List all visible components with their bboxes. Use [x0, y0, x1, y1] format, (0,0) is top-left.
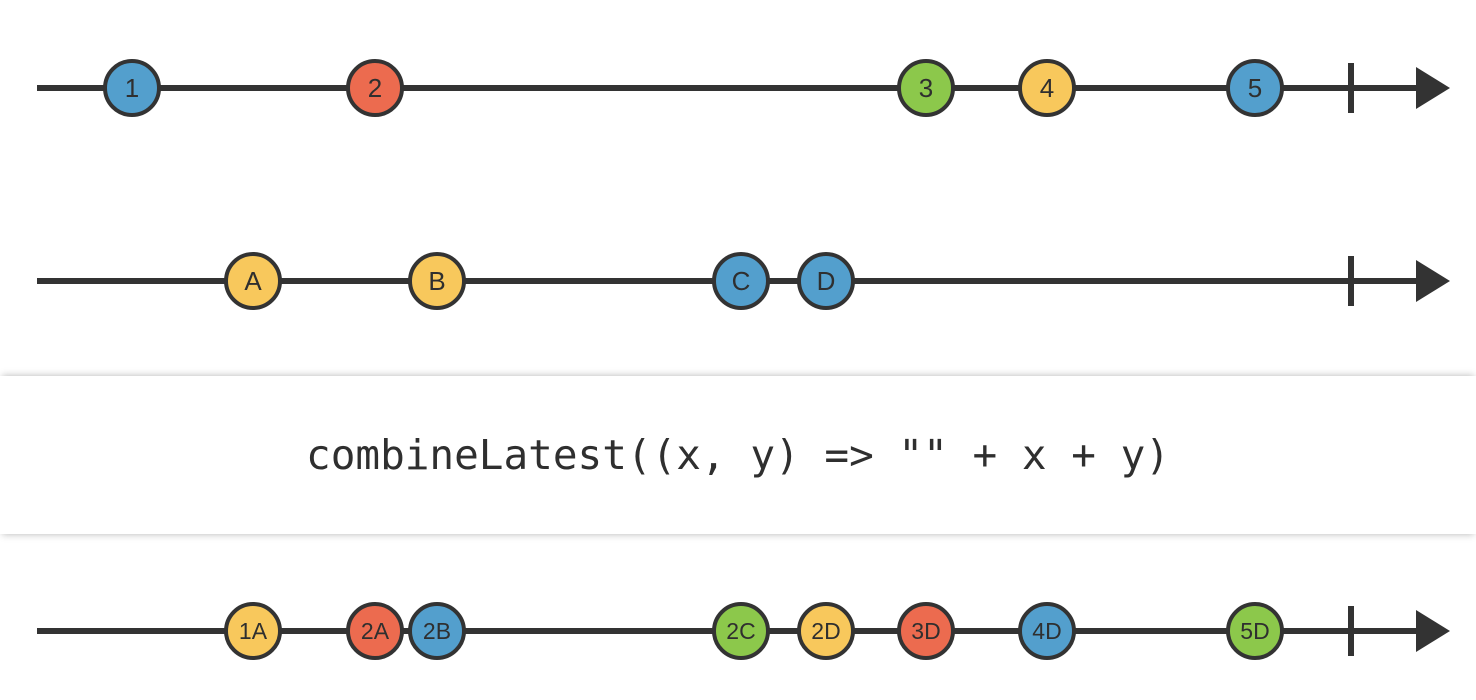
- marble-5D[interactable]: 5D: [1226, 602, 1284, 660]
- timeline-output-stream: 1A 2A 2B 2C 2D 3D 4D 5D: [0, 571, 1476, 691]
- timeline-input-stream-1: 1 2 3 4 5: [0, 28, 1476, 148]
- marble-5[interactable]: 5: [1226, 59, 1284, 117]
- marble-A[interactable]: A: [224, 252, 282, 310]
- axis-arrowhead: [1416, 260, 1450, 302]
- marble-label: D: [816, 266, 836, 296]
- marble-2B[interactable]: 2B: [408, 602, 466, 660]
- marble-3D[interactable]: 3D: [897, 602, 955, 660]
- marble-label: 2: [367, 73, 383, 103]
- marble-2[interactable]: 2: [346, 59, 404, 117]
- marble-label: 2D: [811, 617, 841, 644]
- marble-2D[interactable]: 2D: [797, 602, 855, 660]
- marble-label: 3D: [911, 617, 941, 644]
- marble-label: C: [731, 266, 751, 296]
- operator-label: combineLatest((x, y) => "" + x + y): [306, 431, 1170, 479]
- marble-3[interactable]: 3: [897, 59, 955, 117]
- marble-label: B: [428, 266, 446, 296]
- timeline-input-stream-2: A B C D: [0, 221, 1476, 341]
- marble-C[interactable]: C: [712, 252, 770, 310]
- marble-label: 2B: [422, 617, 452, 644]
- marble-label: A: [244, 266, 262, 296]
- marble-1[interactable]: 1: [103, 59, 161, 117]
- axis-arrowhead: [1416, 67, 1450, 109]
- axis-arrowhead: [1416, 610, 1450, 652]
- marble-1A[interactable]: 1A: [224, 602, 282, 660]
- marble-label: 4D: [1032, 617, 1062, 644]
- marble-label: 1A: [238, 617, 268, 644]
- marble-4[interactable]: 4: [1018, 59, 1076, 117]
- marble-label: 2A: [360, 617, 390, 644]
- marble-label: 5: [1247, 73, 1263, 103]
- operator-panel: combineLatest((x, y) => "" + x + y): [0, 376, 1476, 534]
- timeline-axis: [37, 63, 1450, 113]
- marble-label: 3: [918, 73, 934, 103]
- marble-B[interactable]: B: [408, 252, 466, 310]
- marble-4D[interactable]: 4D: [1018, 602, 1076, 660]
- marble-label: 5D: [1240, 617, 1270, 644]
- marble-2C[interactable]: 2C: [712, 602, 770, 660]
- marble-label: 1: [124, 73, 140, 103]
- marble-D[interactable]: D: [797, 252, 855, 310]
- marble-2A[interactable]: 2A: [346, 602, 404, 660]
- marble-label: 4: [1039, 73, 1055, 103]
- marble-label: 2C: [726, 617, 756, 644]
